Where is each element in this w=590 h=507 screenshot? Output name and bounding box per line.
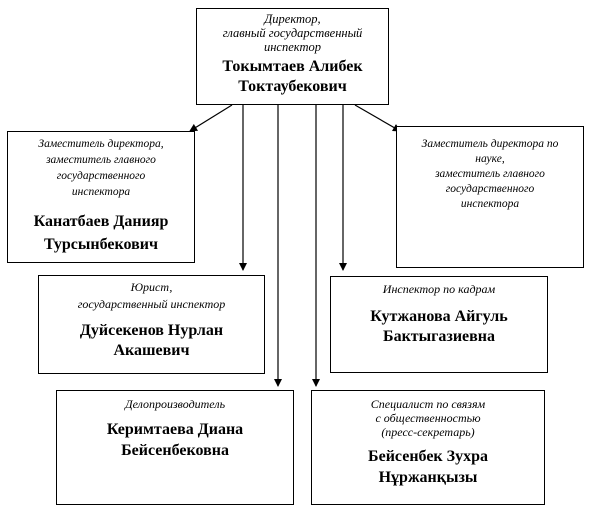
deputy-director-box: Заместитель директора, заместитель главн… <box>7 131 195 263</box>
pr-specialist-name: Бейсенбек Зухра Нұржанқызы <box>368 448 488 486</box>
director-role: Директор, главный государственный инспек… <box>222 12 363 54</box>
director-box: Директор, главный государственный инспек… <box>196 8 389 105</box>
lawyer-role: Юрист, государственный инспектор <box>77 280 226 311</box>
deputy-director-science-box: Заместитель директора по науке, заместит… <box>396 126 584 268</box>
clerk-role: Делопроизводитель <box>124 397 226 411</box>
hr-inspector-role: Инспектор по кадрам <box>382 282 496 296</box>
director-name: Токымтаев Алибек Токтаубекович <box>222 58 363 95</box>
pr-specialist-box: Специалист по связям с общественностью (… <box>311 390 545 505</box>
deputy-director-role: Заместитель директора, заместитель главн… <box>38 138 164 198</box>
arrow-to-deputy-left <box>189 104 233 132</box>
arrow-to-deputy-right <box>354 104 401 132</box>
deputy-director-name: Канатбаев Данияр Турсынбекович <box>33 213 169 253</box>
lawyer-box: Юрист, государственный инспектор Дуйсеке… <box>38 275 265 374</box>
clerk-name: Керимтаева Диана Бейсенбековна <box>106 421 244 459</box>
hr-inspector-name: Кутжанова Айгуль Бактыгазиевна <box>370 308 508 345</box>
lawyer-name: Дуйсекенов Нурлан Акашевич <box>79 322 224 359</box>
clerk-box: Делопроизводитель Керимтаева Диана Бейсе… <box>56 390 294 505</box>
hr-inspector-box: Инспектор по кадрам Кутжанова Айгуль Бак… <box>330 276 548 373</box>
pr-specialist-role: Специалист по связям с общественностью (… <box>370 397 486 439</box>
deputy-director-science-role: Заместитель директора по науке, заместит… <box>421 138 559 210</box>
